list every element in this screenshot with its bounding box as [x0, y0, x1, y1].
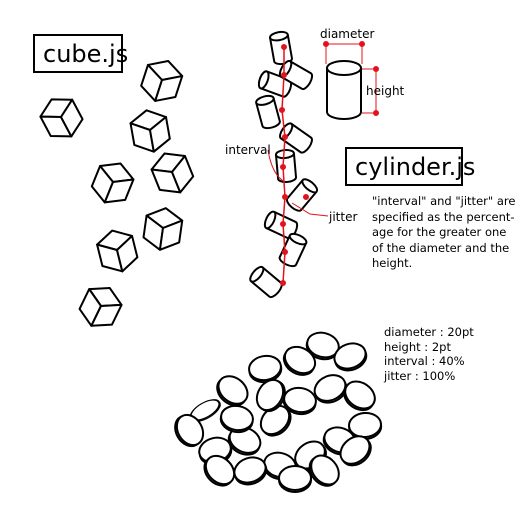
interval-guides [267, 44, 329, 286]
height-label: height [366, 84, 405, 98]
cylinder-js-title: cylinder.js [345, 147, 475, 186]
description-text: "interval" and "jitter" are specified as… [372, 194, 522, 272]
description-line: "interval" and "jitter" are [372, 194, 516, 208]
jitter-label: jitter [329, 210, 358, 224]
param-height: height : 2pt [384, 339, 451, 354]
interval-label: interval [225, 143, 271, 157]
description-line: height. [372, 256, 413, 270]
param-interval: interval : 40% [384, 354, 465, 368]
dimension-guides [323, 41, 379, 116]
diameter-label: diameter [320, 27, 375, 41]
coin-heap [168, 328, 384, 493]
param-diameter: diameter : 20pt [384, 325, 474, 339]
param-jitter: jitter : 100% [384, 368, 456, 383]
description-line: of the diameter and the [372, 240, 510, 255]
cube-js-title: cube.js [33, 34, 128, 73]
description-line: age for the greater one [372, 225, 507, 239]
cube-scatter [34, 54, 198, 335]
description-line: specified as the percent- [372, 209, 515, 224]
parameter-list: diameter : 20pt height : 2pt interval : … [384, 325, 474, 383]
reference-cylinder [326, 60, 362, 120]
